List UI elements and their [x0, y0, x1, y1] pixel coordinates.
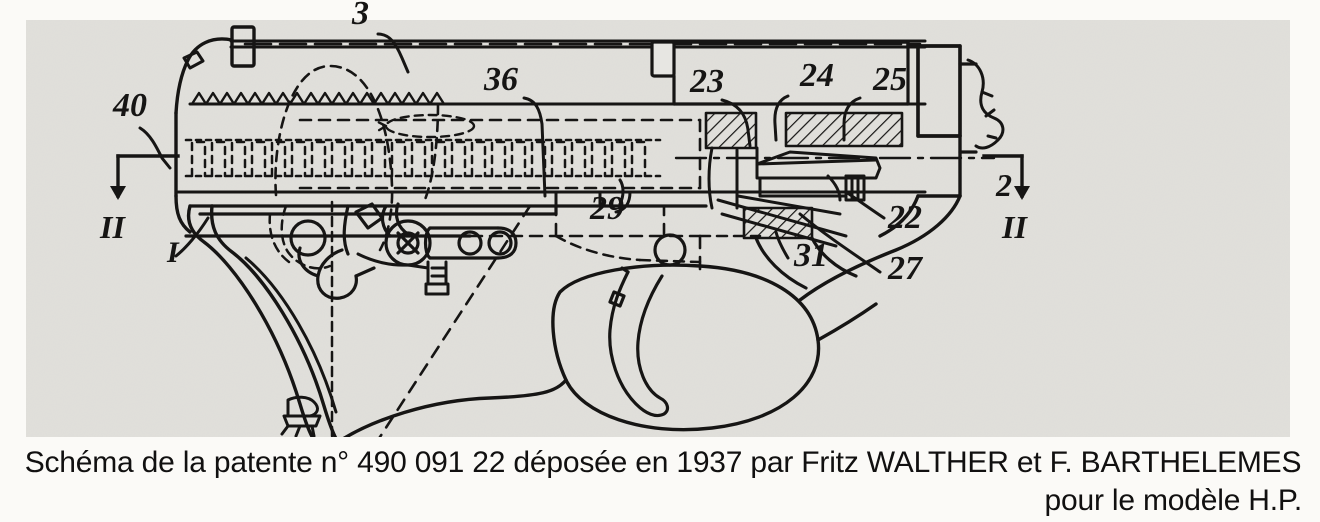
section-labels: II II [99, 209, 1028, 245]
slide-nose-small-lug [182, 50, 205, 70]
leader-1 [174, 216, 210, 258]
callout-22: 22 [887, 199, 922, 236]
leader-25 [842, 96, 862, 142]
callout-36: 36 [483, 61, 518, 98]
slide-serrations [190, 91, 446, 106]
magazine-catch [280, 395, 322, 437]
callout-29: 29 [589, 190, 624, 227]
rear-block-extension [958, 62, 978, 154]
drawing-panel [26, 20, 1290, 437]
hammer-hidden [268, 200, 334, 437]
trigger-bar-block [424, 260, 450, 296]
grip-front-inner [244, 256, 338, 414]
front-sight-block [230, 25, 256, 68]
magazine-hidden-line [378, 204, 702, 437]
cartridge-hidden [374, 113, 476, 139]
section-arrow-right [982, 154, 1030, 200]
leader-3 [376, 32, 410, 74]
callout-leaders [138, 32, 886, 274]
callout-40: 40 [112, 87, 147, 124]
leader-24 [773, 94, 790, 142]
callout-labels: 3 36 23 24 25 40 29 22 31 27 I 2 [112, 0, 1012, 287]
barrel-hidden-outline [298, 118, 702, 190]
callout-31: 31 [793, 237, 828, 274]
trigger-link [356, 252, 430, 270]
chamber-hidden-outline [274, 64, 440, 252]
callout-24: 24 [799, 57, 834, 94]
grip-backstrap [186, 204, 338, 437]
callout-2: 2 [995, 167, 1012, 203]
breech-block-outline [672, 40, 962, 138]
frame-rear-curve [798, 134, 962, 302]
slide-rear-nub [650, 40, 676, 78]
callout-27: 27 [887, 250, 924, 287]
leader-31 [774, 230, 790, 260]
trigger-bar-link [716, 194, 848, 248]
leader-40 [138, 126, 172, 170]
callout-23: 23 [689, 63, 724, 100]
trigger [608, 266, 670, 418]
leader-36 [522, 96, 547, 198]
leader-23 [720, 98, 752, 148]
recoil-spring-coil-hatch [190, 140, 647, 178]
ejection-port [554, 178, 625, 208]
frame-right-lower [754, 236, 858, 290]
slide-rear-step [672, 40, 910, 106]
frame-bottom-front [342, 302, 878, 437]
pistol-section-drawing [174, 25, 1005, 437]
section-label-right: II [1001, 209, 1028, 245]
frame-pins [653, 233, 687, 267]
sear-cluster [380, 202, 518, 267]
leader-22 [844, 190, 886, 220]
frame-hidden-details [554, 234, 762, 264]
section-label-left: II [99, 209, 126, 245]
callout-3: 3 [351, 0, 369, 32]
section-arrow-left [110, 154, 180, 200]
leader-29 [614, 190, 632, 214]
leader-27 [798, 212, 882, 274]
callout-25: 25 [872, 61, 907, 98]
callout-1: I [166, 236, 180, 269]
broken-edge-rear [966, 58, 1005, 150]
